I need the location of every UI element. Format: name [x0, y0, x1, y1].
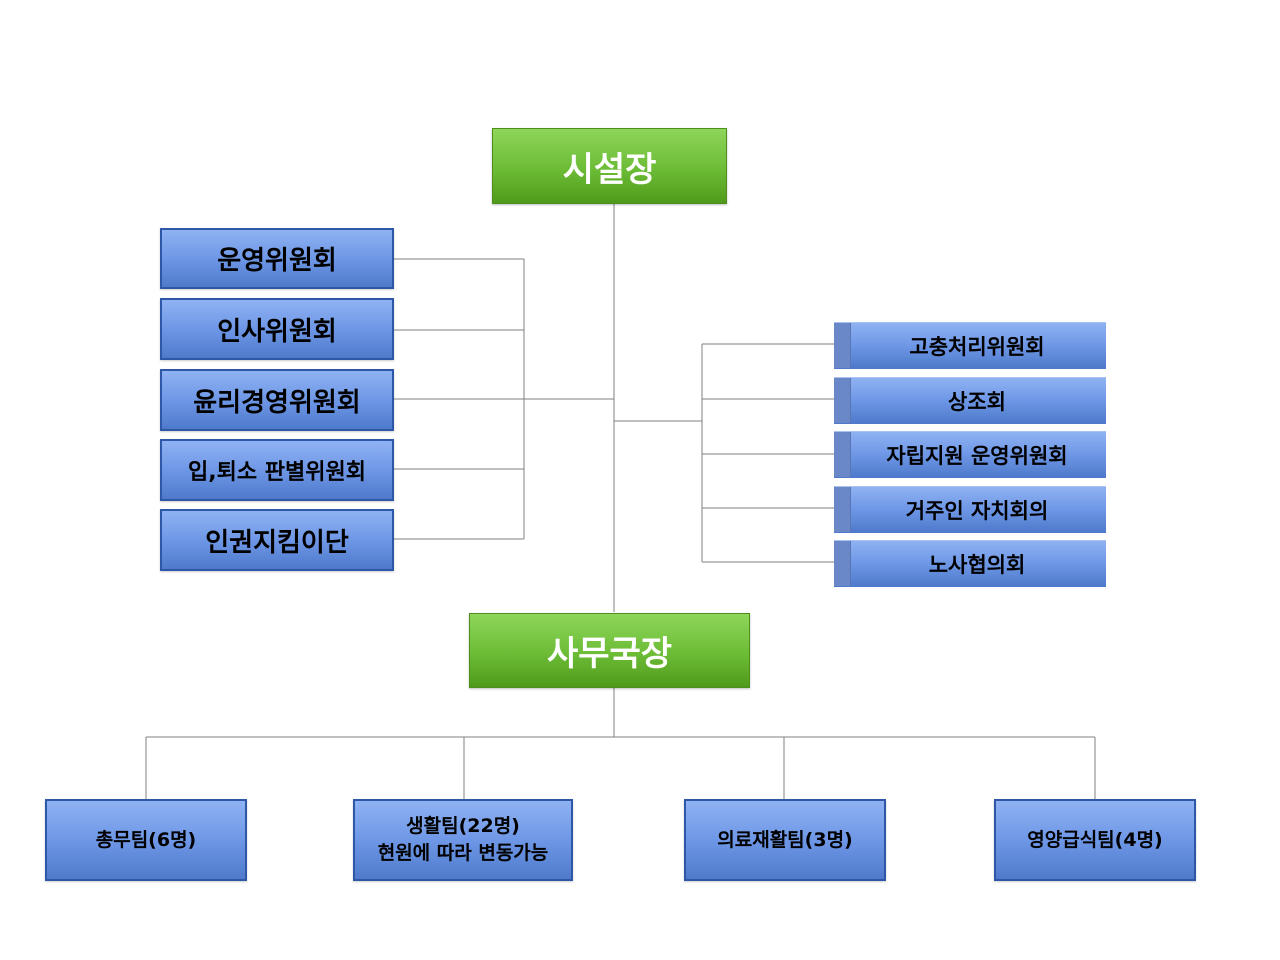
box-tab — [834, 378, 851, 423]
committee-label: 인권지킴이단 — [205, 527, 349, 558]
committee-box-independence[interactable]: 자립지원 운영위원회 — [834, 431, 1106, 478]
director-box[interactable]: 시설장 — [492, 128, 727, 204]
committee-box-ethics[interactable]: 윤리경영위원회 — [160, 369, 394, 431]
committee-label: 운영위원회 — [217, 246, 337, 276]
team-box-medical-rehab[interactable]: 의료재활팀(3명) — [684, 799, 886, 881]
committee-box-human-rights[interactable]: 인권지킴이단 — [160, 509, 394, 571]
box-tab — [834, 323, 851, 368]
committee-label: 인사위원회 — [217, 316, 337, 347]
box-tab — [834, 487, 851, 532]
committee-box-grievance[interactable]: 고충처리위원회 — [834, 322, 1106, 369]
committee-label: 상조회 — [948, 389, 1006, 414]
committee-box-admission[interactable]: 입,퇴소 판별위원회 — [160, 439, 394, 501]
box-tab — [834, 541, 851, 586]
committee-label: 거주인 자치회의 — [905, 498, 1049, 523]
secretary-general-box[interactable]: 사무국장 — [469, 613, 750, 688]
committee-label: 자립지원 운영위원회 — [886, 443, 1068, 468]
committee-label: 입,퇴소 판별위원회 — [188, 460, 366, 485]
committee-label: 윤리경영위원회 — [193, 387, 361, 418]
team-label: 총무팀(6명) — [95, 828, 197, 851]
team-box-nutrition[interactable]: 영양급식팀(4명) — [994, 799, 1196, 881]
team-note: 현원에 따라 변동가능 — [377, 842, 549, 864]
committee-box-mutual-aid[interactable]: 상조회 — [834, 377, 1106, 424]
box-tab — [834, 432, 851, 477]
secretary-general-label: 사무국장 — [546, 634, 673, 674]
committee-box-operations[interactable]: 운영위원회 — [160, 228, 394, 289]
team-box-general-affairs[interactable]: 총무팀(6명) — [45, 799, 247, 881]
committee-box-resident-council[interactable]: 거주인 자치회의 — [834, 486, 1106, 533]
committee-label: 고충처리위원회 — [909, 334, 1045, 359]
committee-box-personnel[interactable]: 인사위원회 — [160, 298, 394, 360]
team-label: 생활팀(22명) — [406, 815, 520, 837]
committee-label: 노사협의회 — [928, 552, 1026, 577]
committee-box-labor[interactable]: 노사협의회 — [834, 540, 1106, 587]
team-label: 영양급식팀(4명) — [1027, 828, 1163, 851]
director-label: 시설장 — [562, 149, 657, 190]
team-label: 의료재활팀(3명) — [717, 828, 853, 851]
team-box-living[interactable]: 생활팀(22명) 현원에 따라 변동가능 — [353, 799, 573, 881]
